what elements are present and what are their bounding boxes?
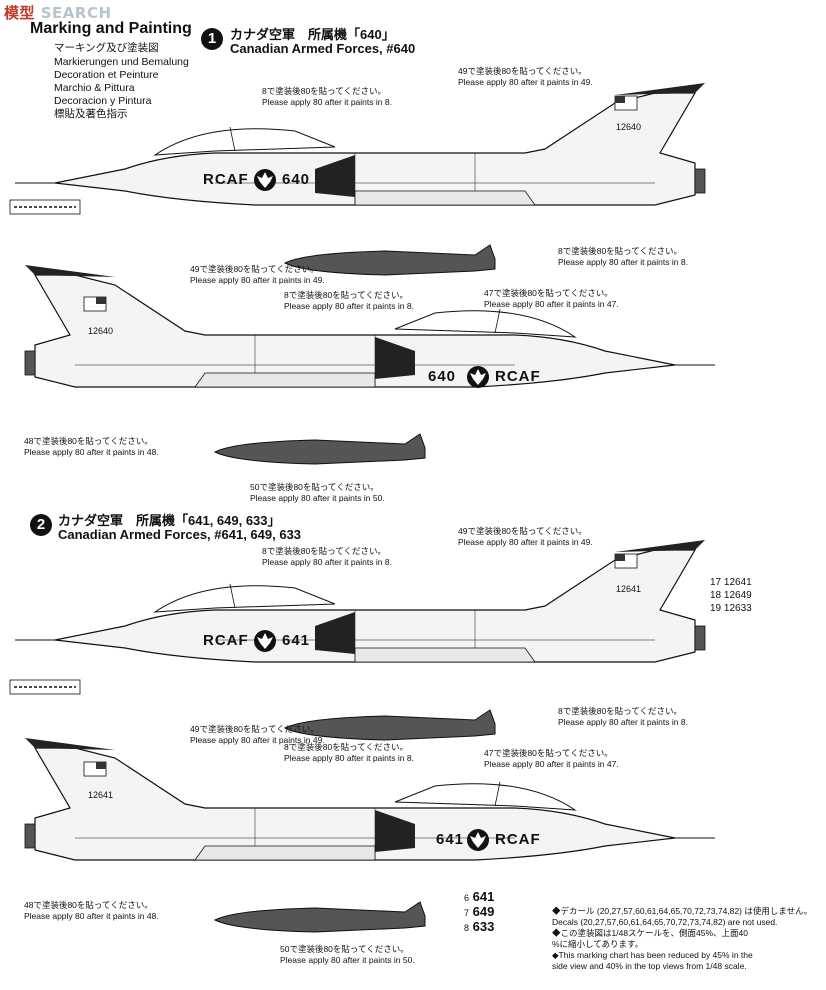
- page-title: Marking and Painting: [30, 20, 192, 37]
- s1-left-serial: 640: [282, 171, 311, 188]
- lang-fr: Decoration et Peinture: [54, 69, 159, 81]
- tail-flags: [83, 95, 638, 777]
- note-s2-49-top: 49で塗装後80を貼ってください。Please apply 80 after i…: [458, 526, 593, 547]
- s1-right-serial: 640: [428, 368, 457, 385]
- s2-right-serial: 641: [436, 831, 465, 848]
- s1-left-rcaf: RCAF: [203, 171, 249, 188]
- note-s2-48: 48で塗装後80を貼ってください。Please apply 80 after i…: [24, 900, 159, 921]
- section2-title-en: Canadian Armed Forces, #641, 649, 633: [58, 527, 302, 542]
- s2-tank-bottom: [214, 901, 426, 933]
- note-s2-8-top: 8で塗装後80を貼ってください。Please apply 80 after it…: [262, 546, 392, 567]
- note-s1-48: 48で塗装後80を貼ってください。Please apply 80 after i…: [24, 436, 159, 457]
- note-s1-8-top: 8で塗装後80を貼ってください。Please apply 80 after it…: [262, 86, 392, 107]
- s1-tail-serial-right: 12640: [88, 326, 114, 336]
- note-s2-47: 47で塗装後80を貼ってください。Please apply 80 after i…: [484, 748, 619, 769]
- lang-jp: マーキング及び塗装図: [54, 42, 159, 54]
- s2-left-rcaf: RCAF: [203, 632, 249, 649]
- s2-nose-options: 6 641 7 649 8 633: [464, 889, 495, 934]
- lang-cn: 標貼及著色指示: [54, 108, 128, 120]
- s2-right-rcaf: RCAF: [495, 831, 541, 848]
- section2-title-jp: カナダ空軍 所属機「641, 649, 633」: [58, 513, 281, 528]
- pitot-details: [9, 199, 81, 695]
- note-s2-49-mid: 49で塗装後80を貼ってください。Please apply 80 after i…: [190, 724, 325, 745]
- note-s1-49-mid: 49で塗装後80を貼ってください。Please apply 80 after i…: [190, 264, 325, 285]
- lang-es: Decoracion y Pintura: [54, 95, 152, 107]
- s1-side-right-aircraft: [24, 264, 716, 388]
- lang-it: Marchio & Pittura: [54, 82, 135, 94]
- watermark: 模型 SEARCH: [4, 4, 112, 22]
- s2-tail-options: 17 12641 18 12649 19 12633: [710, 577, 752, 614]
- note-s2-8-mid: 8で塗装後80を貼ってください。Please apply 80 after it…: [284, 742, 414, 763]
- s1-tail-serial: 12640: [616, 122, 642, 132]
- s2-tail-serial-right: 12641: [88, 790, 114, 800]
- section1-title-en: Canadian Armed Forces, #640: [230, 41, 416, 56]
- note-s1-49-top: 49で塗装後80を貼ってください。Please apply 80 after i…: [458, 66, 593, 87]
- lang-de: Markierungen und Bemalung: [54, 56, 189, 68]
- s1-tank-bottom: [214, 433, 426, 465]
- legend: ◆デカール (20,27,57,60,61,64,65,70,72,73,74,…: [552, 906, 813, 971]
- note-s2-50: 50で塗装後80を貼ってください。Please apply 80 after i…: [280, 944, 415, 965]
- note-s1-47: 47で塗装後80を貼ってください。Please apply 80 after i…: [484, 288, 619, 309]
- s1-right-rcaf: RCAF: [495, 368, 541, 385]
- note-s1-50: 50で塗装後80を貼ってください。Please apply 80 after i…: [250, 482, 385, 503]
- s2-tail-serial: 12641: [616, 584, 642, 594]
- section1-number: 1: [201, 28, 223, 50]
- section2-number: 2: [30, 514, 52, 536]
- roundels: [254, 169, 489, 851]
- note-s1-8-right: 8で塗装後80を貼ってください。Please apply 80 after it…: [558, 246, 688, 267]
- s2-left-serial: 641: [282, 632, 311, 649]
- note-s2-8-right: 8で塗装後80を貼ってください。Please apply 80 after it…: [558, 706, 688, 727]
- section1-title-jp: カナダ空軍 所属機「640」: [230, 27, 395, 42]
- note-s1-8-mid: 8で塗装後80を貼ってください。Please apply 80 after it…: [284, 290, 414, 311]
